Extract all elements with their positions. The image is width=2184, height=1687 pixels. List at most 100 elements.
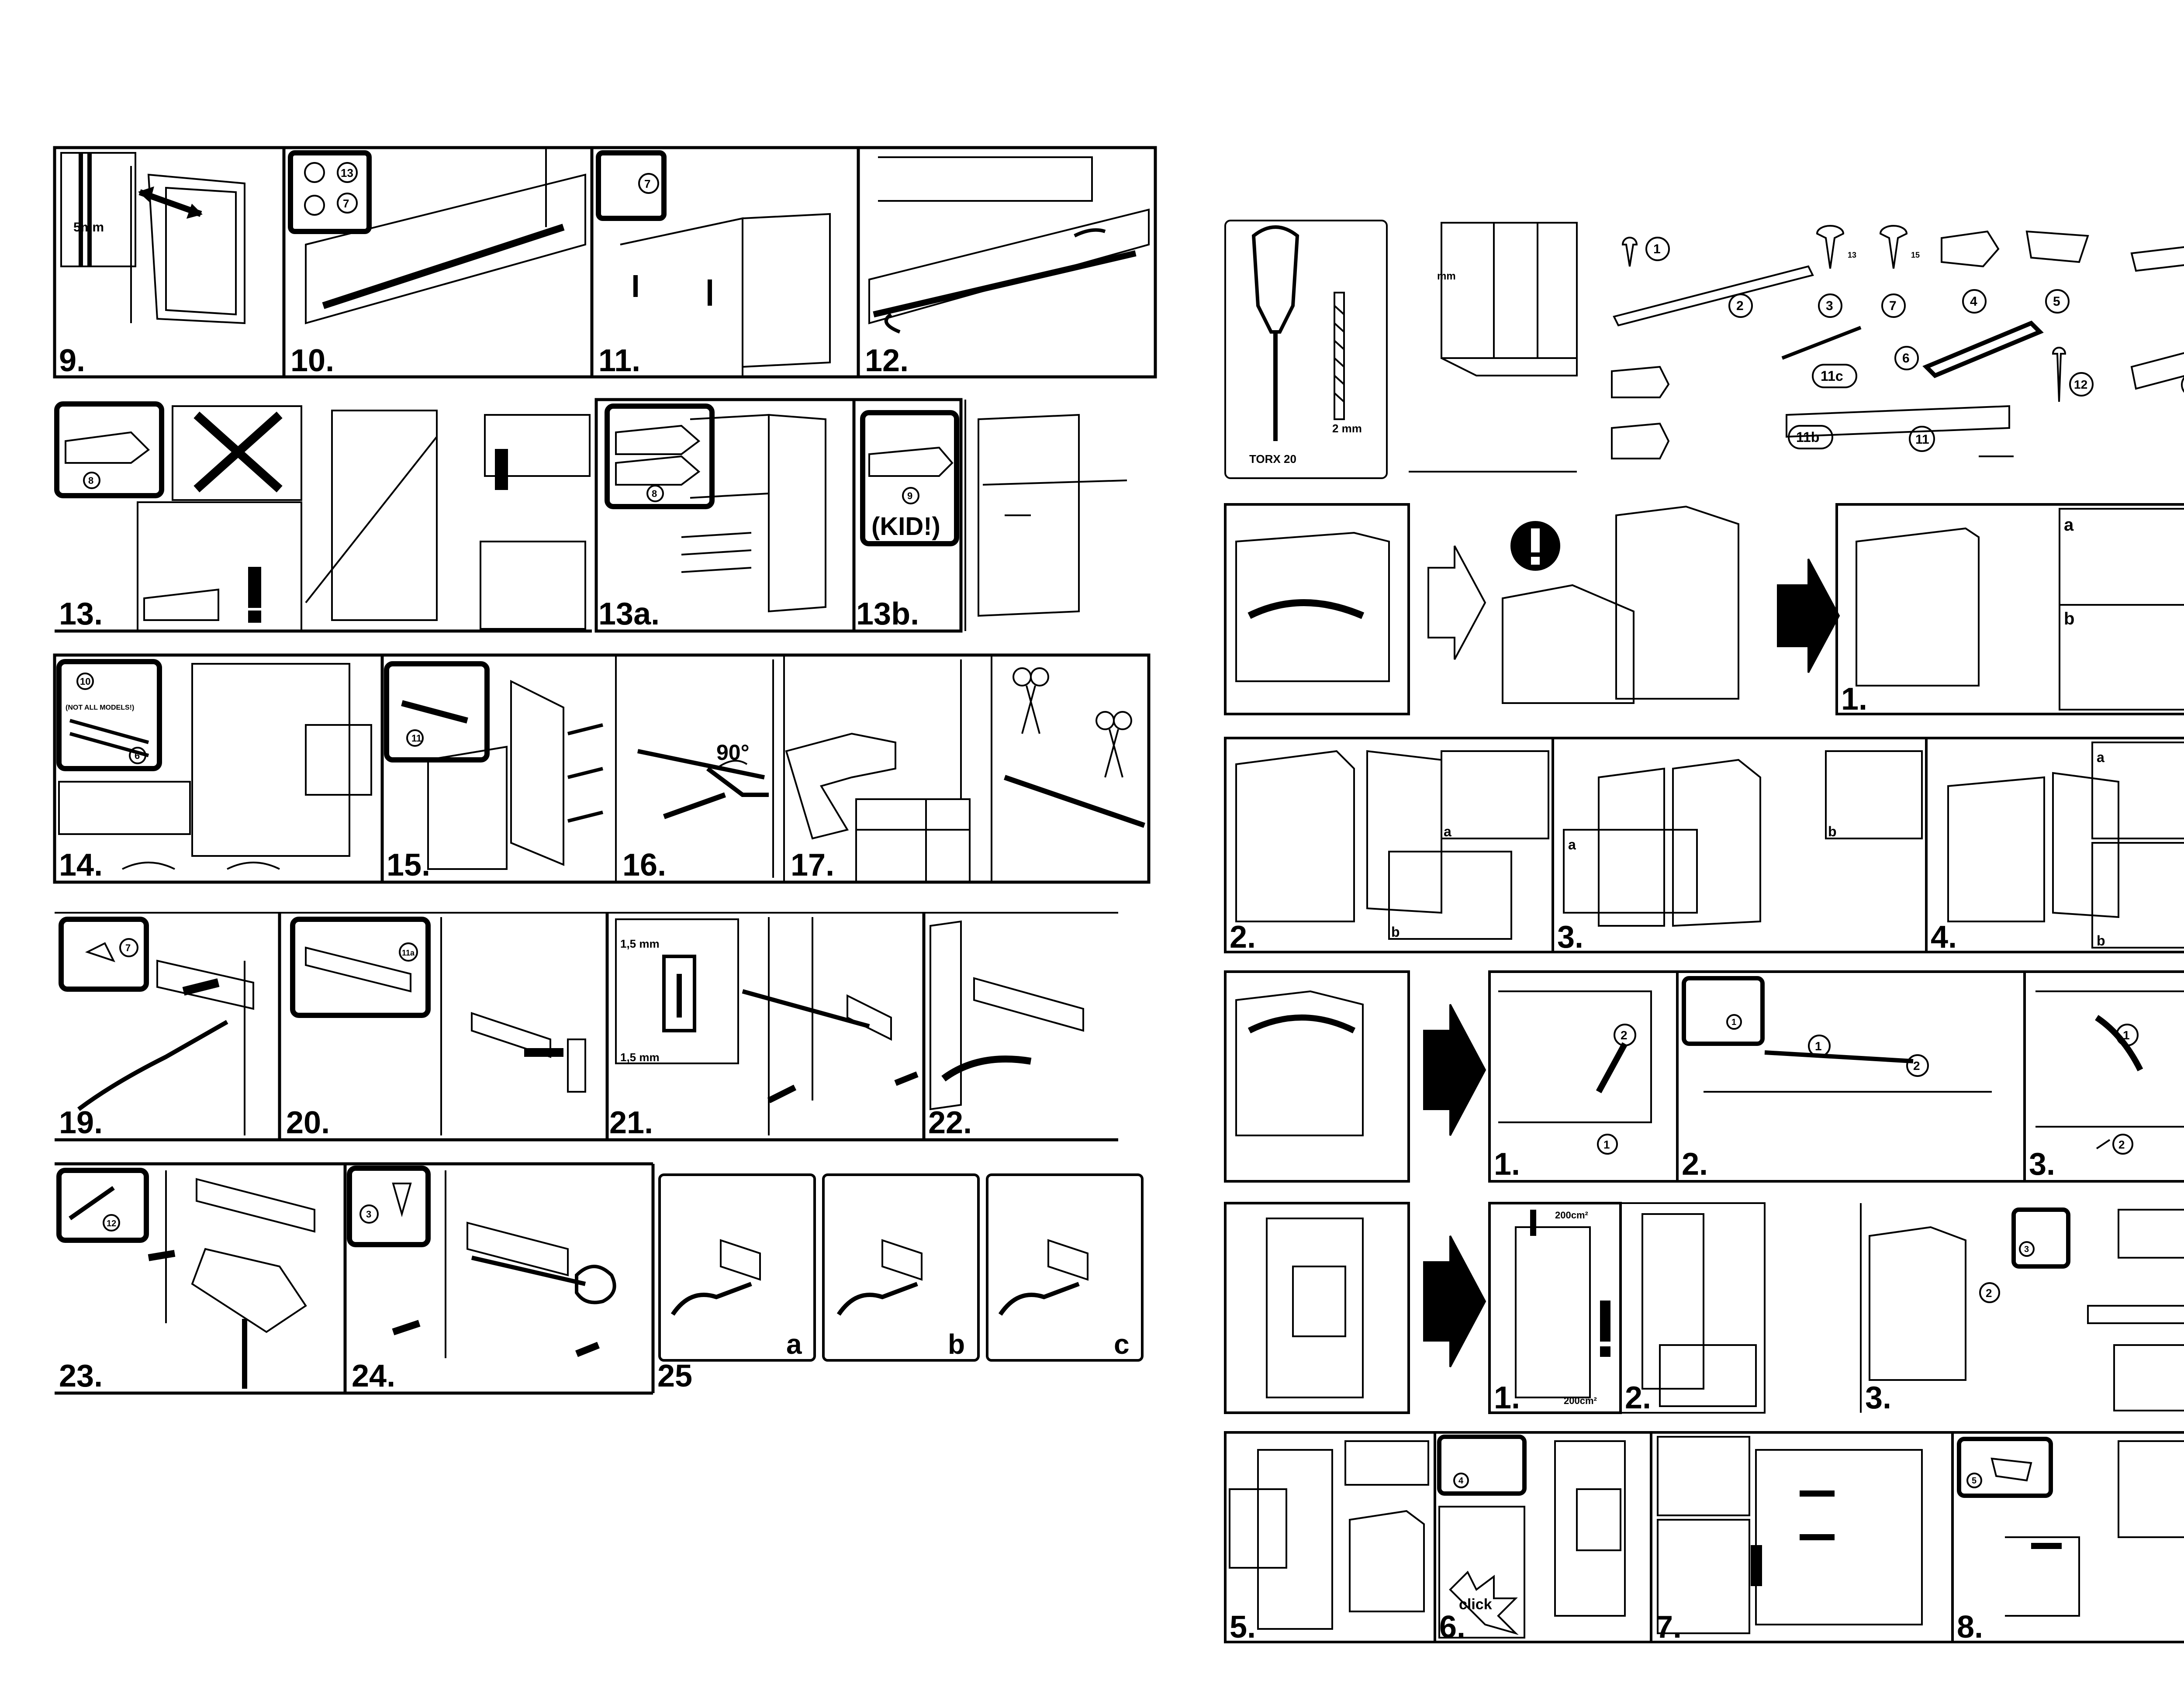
part-14-strip: [2130, 246, 2184, 272]
svg-text:11c: 11c: [1821, 368, 1843, 384]
step-20-panel: 11a: [290, 917, 586, 1135]
mm-label: mm: [1437, 270, 1456, 282]
step-label-17: 17.: [791, 848, 834, 883]
svg-text:a: a: [1568, 837, 1576, 852]
svg-text:a: a: [2097, 749, 2105, 765]
row-a-letter-b: b: [2064, 609, 2074, 628]
right-d-step-3: 3.: [1865, 1380, 1891, 1415]
filler-pieces: [1611, 366, 1670, 459]
right-b-step-2: 2.: [1230, 920, 1256, 955]
drill-bit-icon: [1334, 292, 1345, 420]
step-15-panel: 11: [384, 661, 603, 870]
svg-text:6: 6: [1902, 351, 1910, 366]
step-23-panel: 12: [56, 1168, 315, 1389]
step-label-23: 23.: [59, 1359, 103, 1394]
torx-label: TORX 20: [1249, 452, 1296, 466]
right-a-step-1: 1.: [1841, 682, 1867, 717]
right-row-b: a b a b a b: [1224, 737, 2184, 953]
part-14a: 14a: [2130, 352, 2184, 393]
svg-text:1: 1: [1815, 1039, 1822, 1053]
svg-text:4: 4: [1970, 294, 1977, 309]
svg-text:8: 8: [88, 475, 93, 486]
step-label-19: 19.: [59, 1105, 103, 1140]
part-5: 5: [2025, 230, 2089, 314]
right-d-step-1: 1.: [1494, 1380, 1520, 1415]
step-label-22: 22.: [928, 1105, 972, 1140]
svg-text:15: 15: [1911, 251, 1920, 259]
step-13b-panel: 9 (KID!): [860, 410, 1127, 617]
svg-text:a: a: [1444, 824, 1451, 839]
step-9-panel: 5mm: [60, 152, 245, 324]
step-16-panel: 90°: [637, 659, 774, 878]
svg-text:5: 5: [1972, 1476, 1977, 1486]
svg-text:3: 3: [1826, 299, 1833, 313]
svg-text:1: 1: [1808, 1056, 1809, 1057]
step-14-panel: 10 (NOT ALL MODELS!) 6: [56, 659, 372, 870]
svg-text:12: 12: [107, 1219, 116, 1228]
step-label-13b: 13b.: [856, 597, 919, 631]
part-11-rail: 11c 11b 11: [1786, 364, 2014, 457]
right-row-c: 2 1 1 1 2 1 2 1: [1224, 970, 2184, 1183]
left-row-1: 5mm 9. 13 7 10. 7: [53, 146, 1157, 379]
step-25-label-a: a: [786, 1328, 802, 1360]
part-12: 12: [2052, 347, 2094, 402]
step-label-10: 10.: [290, 343, 334, 378]
step-label-16: 16.: [622, 848, 666, 883]
step-25-panel: a b c: [658, 1173, 1144, 1362]
vent-top-label: 200cm²: [1555, 1210, 1588, 1221]
svg-text:7: 7: [125, 942, 131, 953]
right-e-step-8: 8.: [1957, 1610, 1983, 1645]
svg-text:b: b: [2097, 933, 2105, 949]
cabinet-preview: [1409, 222, 1578, 473]
svg-text:3: 3: [366, 1209, 371, 1220]
drill-2mm-label: 2 mm: [1332, 422, 1362, 435]
step-label-24: 24.: [352, 1359, 395, 1394]
gap-1-5mm-top: 1,5 mm: [620, 937, 660, 950]
right-row-d: 200cm² 200cm² 2 3: [1224, 1202, 2184, 1414]
row-a-letter-a: a: [2064, 515, 2074, 535]
svg-text:3: 3: [2024, 1245, 2029, 1254]
svg-text:11b: 11b: [1796, 429, 1819, 445]
step-18-panel: [1004, 667, 1145, 828]
torx-screwdriver-icon: [1251, 225, 1299, 441]
svg-text:b: b: [1828, 824, 1837, 839]
step-22-panel: [894, 920, 1084, 1111]
right-row-a: a b: [1224, 503, 2184, 715]
svg-text:1: 1: [1731, 1018, 1736, 1027]
step-24-panel: 3: [347, 1166, 616, 1358]
right-c-step-2: 2.: [1682, 1147, 1708, 1182]
part-7: 15 7: [1879, 225, 1920, 318]
right-b-step-3: 3.: [1557, 920, 1583, 955]
svg-text:(NOT ALL MODELS!): (NOT ALL MODELS!): [66, 704, 134, 711]
gap-1-5mm-bottom: 1,5 mm: [620, 1051, 660, 1064]
right-c-step-3: 3.: [2029, 1147, 2055, 1182]
svg-text:1: 1: [1603, 1138, 1610, 1151]
svg-text:2: 2: [2118, 1138, 2125, 1151]
vent-bottom-label: 200cm²: [1564, 1395, 1597, 1406]
step-label-13a: 13a.: [598, 597, 660, 631]
parts-overview: TORX 20 2 mm mm 1 2 13 3: [1224, 220, 2184, 479]
gap-5mm-label: 5mm: [73, 220, 104, 235]
svg-text:b: b: [1391, 924, 1400, 940]
svg-text:11: 11: [1915, 432, 1929, 447]
right-b-step-4: 4.: [1931, 920, 1957, 955]
angle-90-label: 90°: [716, 740, 750, 765]
svg-text:9: 9: [907, 490, 912, 501]
right-d-step-2: 2.: [1625, 1380, 1651, 1415]
step-10-panel: 13 7: [288, 148, 586, 324]
svg-text:2: 2: [1621, 1028, 1628, 1042]
part-1: 1: [1621, 237, 1670, 267]
step-label-20: 20.: [286, 1105, 330, 1140]
step-label-14: 14.: [59, 848, 103, 883]
step-label-11: 11.: [598, 343, 640, 378]
left-row-4: 7 19. 11a 20. 1,5 mm 1,5 mm: [55, 912, 1118, 1142]
right-e-step-5: 5.: [1230, 1610, 1256, 1645]
step-17-panel: [785, 659, 971, 883]
left-row-5: 12 23. 3 24.: [55, 1162, 1144, 1395]
svg-text:13: 13: [341, 166, 353, 179]
step-25-label-b: b: [948, 1328, 965, 1360]
right-e-step-7: 7.: [1655, 1610, 1682, 1645]
svg-text:4: 4: [1458, 1476, 1464, 1486]
part-6: 6: [1781, 321, 2044, 378]
